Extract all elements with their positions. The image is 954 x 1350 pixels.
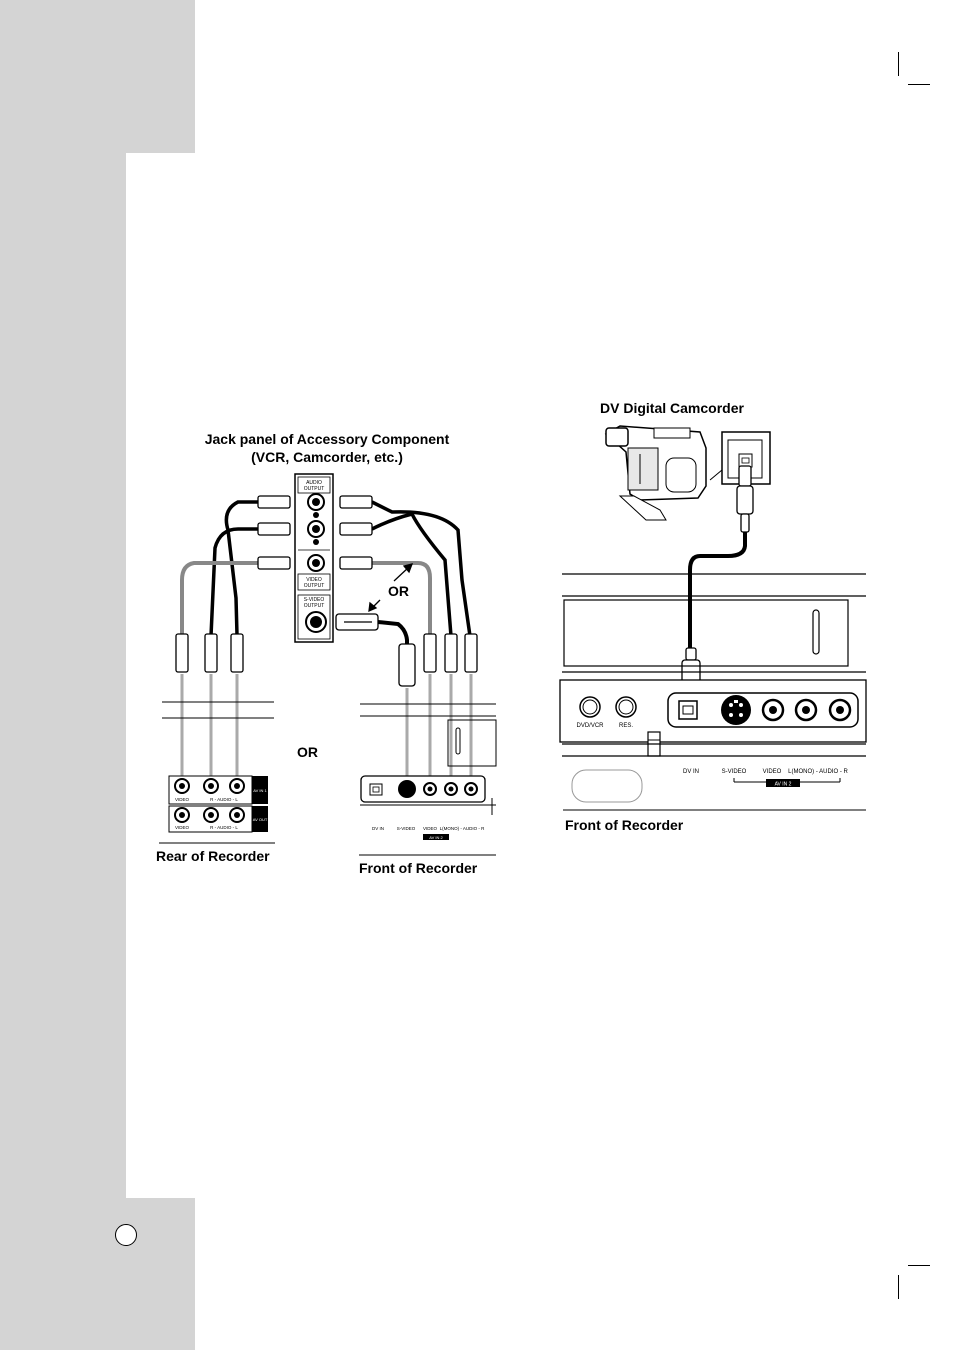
jack-panel-title-line1: Jack panel of Accessory Component <box>204 431 450 447</box>
page-number-circle <box>115 1224 137 1246</box>
vertical-plugs <box>175 633 478 687</box>
margin-strip <box>0 153 126 1198</box>
crop-mark <box>898 1275 899 1299</box>
or-label-1: OR <box>388 583 409 599</box>
video-cable-left <box>180 561 262 636</box>
front-of-recorder-label-right: Front of Recorder <box>565 817 684 833</box>
large-svideo-label: S-VIDEO <box>722 769 747 775</box>
accessory-jack-panel: AUDIO OUTPUT VIDEO OUTPUT S-VIDEO OUTPUT <box>294 473 334 643</box>
video-cable-right <box>372 561 432 636</box>
jack-panel-title: Jack panel of Accessory Component (VCR, … <box>182 430 472 466</box>
svideo-output-label-1: S-VIDEO <box>304 597 325 603</box>
margin-tab-bottom <box>0 1198 195 1350</box>
large-dv-in-label: DV IN <box>683 769 699 775</box>
svideo-cable <box>377 620 409 646</box>
crop-mark <box>908 84 930 85</box>
small-av-in-2-badge: AV IN 2 <box>429 835 443 840</box>
margin-tab-top <box>0 0 195 153</box>
svideo-output-label-2: OUTPUT <box>304 603 325 609</box>
small-dv-in-label: DV IN <box>372 826 384 831</box>
dv-camcorder-label: DV Digital Camcorder <box>600 400 744 416</box>
front-of-recorder-large: DVD/VCR RES. DV IN S-VIDEO VIDEO L(MONO)… <box>559 573 867 811</box>
crop-mark <box>898 52 899 76</box>
rear-audio-label-2: R - AUDIO - L <box>210 825 238 830</box>
front-of-recorder-label-left: Front of Recorder <box>359 860 478 876</box>
small-svideo-label: S-VIDEO <box>397 826 416 831</box>
audio-cables-left <box>209 500 262 637</box>
av-out-badge: AV OUT <box>253 817 268 822</box>
video-output-label-2: OUTPUT <box>304 583 325 589</box>
rear-of-recorder-label: Rear of Recorder <box>156 848 270 864</box>
dv-camcorder-illustration <box>604 425 771 521</box>
large-video-label: VIDEO <box>763 769 782 775</box>
rear-video-label-2: VIDEO <box>175 825 190 830</box>
small-video-label: VIDEO <box>423 826 438 831</box>
large-audio-label: L(MONO) - AUDIO - R <box>788 769 848 775</box>
dv-plugs <box>681 465 754 705</box>
crop-mark <box>908 1265 930 1266</box>
front-of-recorder-small: DV IN S-VIDEO VIDEO L(MONO) - AUDIO - R … <box>359 703 497 856</box>
rear-audio-label-1: R - AUDIO - L <box>210 797 238 802</box>
res-button-label: RES. <box>619 723 633 729</box>
rear-video-label-1: VIDEO <box>175 797 190 802</box>
large-av-in-2-badge: AV IN 2 <box>775 782 792 788</box>
rear-of-recorder: VIDEO R - AUDIO - L VIDEO R - AUDIO - L … <box>159 701 275 844</box>
dvd-vcr-button-label: DVD/VCR <box>576 723 604 729</box>
audio-output-label-2: OUTPUT <box>304 486 325 492</box>
av-in-1-badge: AV IN 1 <box>253 788 267 793</box>
video-output-label-1: VIDEO <box>306 577 322 583</box>
panel-plugs <box>257 495 379 631</box>
audio-output-label-1: AUDIO <box>306 480 322 486</box>
or-label-2: OR <box>297 744 318 760</box>
signal-lines <box>180 674 473 778</box>
audio-cables-right <box>371 500 472 637</box>
or-arrows <box>368 563 414 613</box>
jack-panel-title-line2: (VCR, Camcorder, etc.) <box>251 449 403 465</box>
small-audio-label: L(MONO) - AUDIO - R <box>440 826 485 831</box>
dv-cable <box>688 530 747 650</box>
